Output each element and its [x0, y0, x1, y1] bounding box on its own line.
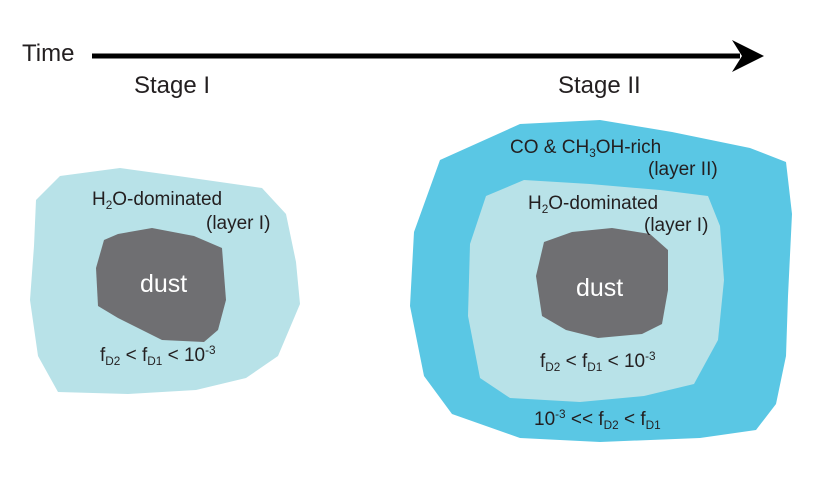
stage1-dust-core [96, 228, 226, 342]
stage2-dust-label: dust [576, 274, 624, 302]
stage1-deuteration-formula: fD2 < fD1 < 10-3 [100, 343, 216, 368]
stage1-layer-name: (layer I) [206, 213, 271, 234]
stage-i-label: Stage I [134, 72, 211, 99]
stage2-inner-deuteration-formula: fD2 < fD1 < 10-3 [540, 349, 656, 374]
stage1-layer-composition: H2O-dominated [92, 189, 223, 212]
stage2-inner-layer-composition: H2O-dominated [528, 193, 659, 216]
stage2-dust-core [536, 228, 668, 338]
stage1-dust-label: dust [140, 270, 188, 298]
stage2-outer-layer-name: (layer II) [648, 159, 718, 180]
time-arrow-head [732, 40, 764, 72]
stage2-outer-deuteration-formula: 10-3 << fD2 < fD1 [534, 407, 661, 432]
stage-ii-label: Stage II [558, 72, 641, 99]
stage2-outer-layer-composition: CO & CH3OH-rich [510, 137, 662, 160]
time-label: Time [22, 40, 75, 67]
stage2-inner-layer-name: (layer I) [644, 215, 709, 236]
